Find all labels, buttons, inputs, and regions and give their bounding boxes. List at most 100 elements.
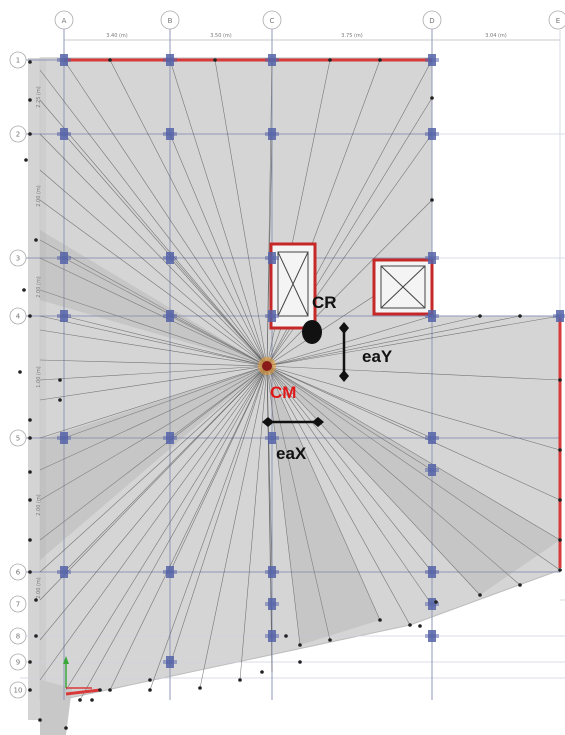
- joint-node: [298, 660, 302, 664]
- column-flange: [265, 256, 279, 260]
- row-spacing: 2.00 (m): [36, 494, 42, 516]
- joint-node: [558, 498, 562, 502]
- constraint-ray: [39, 365, 268, 401]
- constraint-ray: [39, 365, 268, 471]
- column-flange: [163, 570, 177, 574]
- joint-node: [558, 538, 562, 542]
- column-flange: [425, 570, 439, 574]
- column-flange: [265, 570, 279, 574]
- joint-node: [34, 634, 38, 638]
- joint-node: [58, 398, 62, 402]
- joint-node: [378, 618, 382, 622]
- constraint-ray: [266, 365, 521, 586]
- joint-node: [434, 600, 438, 604]
- row-bubble: [9, 563, 27, 581]
- constraint-ray: [39, 199, 268, 367]
- column-flange: [425, 436, 439, 440]
- joint-node: [558, 568, 562, 572]
- constraint-ray: [266, 315, 561, 367]
- column-flange: [163, 660, 177, 664]
- column-flange: [163, 314, 177, 318]
- constraint-ray: [39, 365, 268, 381]
- joint-node: [558, 448, 562, 452]
- constraint-ray: [266, 365, 273, 673]
- column-spacing: 3.40 (m): [106, 33, 128, 39]
- column-dimensions: 3.40 (m)3.50 (m)3.75 (m)3.04 (m): [106, 33, 507, 39]
- eccentricity-x-dimension: [262, 417, 324, 427]
- joint-nodes: [18, 58, 562, 730]
- constraint-ray: [266, 365, 561, 501]
- constraint-ray: [266, 365, 433, 606]
- row-bubble: [9, 681, 27, 699]
- row-spacing: 1.00 (m): [36, 366, 42, 388]
- row-bubble-label: 8: [16, 633, 20, 641]
- constraint-ray: [266, 365, 561, 381]
- row-spacing: 2.00 (m): [36, 185, 42, 207]
- joint-node: [518, 583, 522, 587]
- ray-wedge: [40, 366, 267, 560]
- constraint-ray: [39, 239, 268, 367]
- constraint-ray: [79, 365, 268, 701]
- center-of-rigidity-dot: [302, 320, 322, 344]
- row-bubble: [9, 249, 27, 267]
- row-bubble: [9, 125, 27, 143]
- constraint-ray: [109, 59, 268, 367]
- joint-node: [108, 688, 112, 692]
- constraint-ray: [39, 365, 268, 501]
- constraint-ray: [266, 365, 561, 571]
- constraint-ray: [39, 365, 268, 573]
- joint-node: [518, 314, 522, 318]
- column-flange: [425, 132, 439, 136]
- constraint-ray: [169, 365, 268, 573]
- constraint-ray: [266, 199, 433, 367]
- joint-node: [28, 498, 32, 502]
- joint-node: [378, 58, 382, 62]
- joint-node: [28, 538, 32, 542]
- column-flange: [163, 436, 177, 440]
- left-edge-strip: [28, 58, 46, 720]
- row-bubble: [9, 627, 27, 645]
- row-bubble: [9, 307, 27, 325]
- joint-node: [298, 643, 302, 647]
- constraint-ray: [149, 365, 268, 691]
- eax-label: eaX: [276, 444, 307, 463]
- axes-icon: [63, 656, 92, 689]
- column-flange: [163, 256, 177, 260]
- constraint-ray: [63, 133, 268, 367]
- row-bubble: [9, 429, 27, 447]
- ray-wedge: [40, 230, 267, 366]
- column-bubble: [422, 10, 442, 30]
- constraint-ray: [169, 365, 268, 439]
- opening-right: [372, 258, 434, 316]
- bottom-beam-stub: [65, 688, 101, 696]
- row-bubble-label: 5: [16, 435, 20, 443]
- constraint-ray: [63, 365, 268, 439]
- row-bubble-label: 10: [14, 687, 23, 695]
- joint-node: [430, 96, 434, 100]
- constraint-ray: [39, 133, 268, 367]
- constraint-ray: [65, 365, 268, 691]
- constraint-ray: [266, 365, 561, 541]
- column-flange: [57, 314, 71, 318]
- eccentricity-y-dimension: [339, 322, 349, 382]
- column-flange: [57, 256, 71, 260]
- column-spacing: 3.75 (m): [341, 33, 363, 39]
- column-bubble-label: B: [168, 17, 173, 25]
- joint-node: [22, 288, 26, 292]
- column-flange: [425, 602, 439, 606]
- constraint-ray: [266, 315, 433, 367]
- row-bubble-label: 9: [16, 659, 20, 667]
- constraint-ray: [39, 69, 268, 367]
- joint-node: [28, 570, 32, 574]
- column-flange: [265, 436, 279, 440]
- row-spacing: 2.00 (m): [36, 276, 42, 298]
- joint-node: [108, 58, 112, 62]
- joint-node: [148, 688, 152, 692]
- constraint-ray: [199, 365, 268, 689]
- constraint-ray: [266, 365, 433, 471]
- joint-node: [148, 678, 152, 682]
- column-flange: [425, 314, 439, 318]
- constraint-ray: [266, 315, 521, 367]
